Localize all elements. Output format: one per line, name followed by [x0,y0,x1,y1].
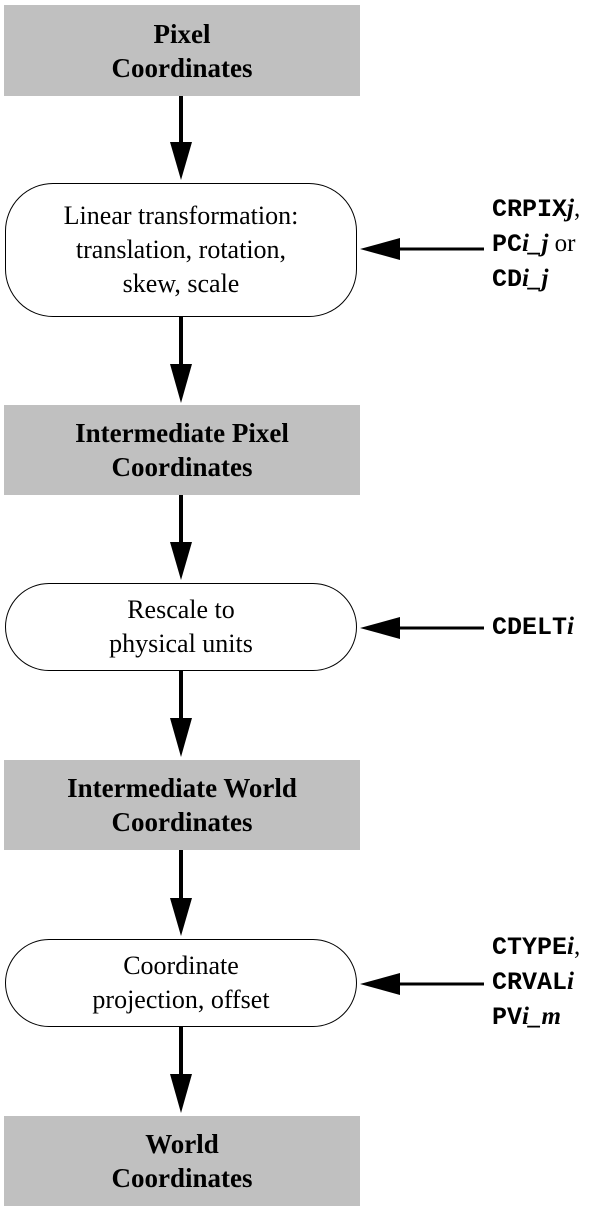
intermediate-world-line1: Intermediate World [67,773,297,803]
intermediate-world-line2: Coordinates [111,807,253,837]
param-cdelt: CDELTi [492,613,574,642]
world-line2: Coordinates [111,1163,253,1193]
flow-arrow-3 [170,495,192,580]
intermediate-pixel-coordinates-box: Intermediate Pixel Coordinates [4,405,360,495]
projection-params: CTYPEi, CRVALi PVi_m [492,930,580,1035]
flow-arrow-2 [170,317,192,403]
intermediate-pixel-line1: Intermediate Pixel [75,418,289,448]
world-line1: World [145,1129,219,1159]
param-ctype: CTYPEi, [492,933,581,962]
flow-arrow-5 [170,850,192,936]
world-coordinates-box: World Coordinates [4,1116,360,1206]
param-pv: PVi_m [492,1003,561,1032]
param-crpix: CRPIXj, [492,195,581,224]
linear-line1: Linear transformation: [63,201,299,230]
intermediate-world-coordinates-box: Intermediate World Coordinates [4,760,360,850]
pixel-coordinates-box: Pixel Coordinates [4,5,360,96]
param-arrow-linear [360,238,484,260]
param-arrow-rescale [360,617,484,639]
pixel-coordinates-line2: Coordinates [111,52,253,83]
linear-transformation-node: Linear transformation: translation, rota… [5,183,357,317]
param-pc: PCi_j or [492,230,576,259]
param-crval: CRVALi [492,968,574,997]
flow-arrow-6 [170,1027,192,1113]
rescale-node: Rescale to physical units [5,583,357,671]
coordinate-projection-node: Coordinate projection, offset [5,939,357,1027]
linear-line2: translation, rotation, [75,235,287,264]
flow-arrow-1 [170,96,192,180]
linear-params: CRPIXj, PCi_j or CDi_j [492,192,580,297]
pixel-coordinates-line1: Pixel [153,18,211,49]
flow-arrow-4 [170,671,192,757]
param-arrow-projection [360,973,484,995]
rescale-params: CDELTi [492,610,574,645]
rescale-line2: physical units [109,629,253,658]
param-cd: CDi_j [492,265,549,294]
intermediate-pixel-line2: Coordinates [111,452,253,482]
projection-line2: projection, offset [92,985,270,1014]
linear-line3: skew, scale [122,269,240,298]
rescale-line1: Rescale to [127,595,235,624]
projection-line1: Coordinate [123,951,239,980]
